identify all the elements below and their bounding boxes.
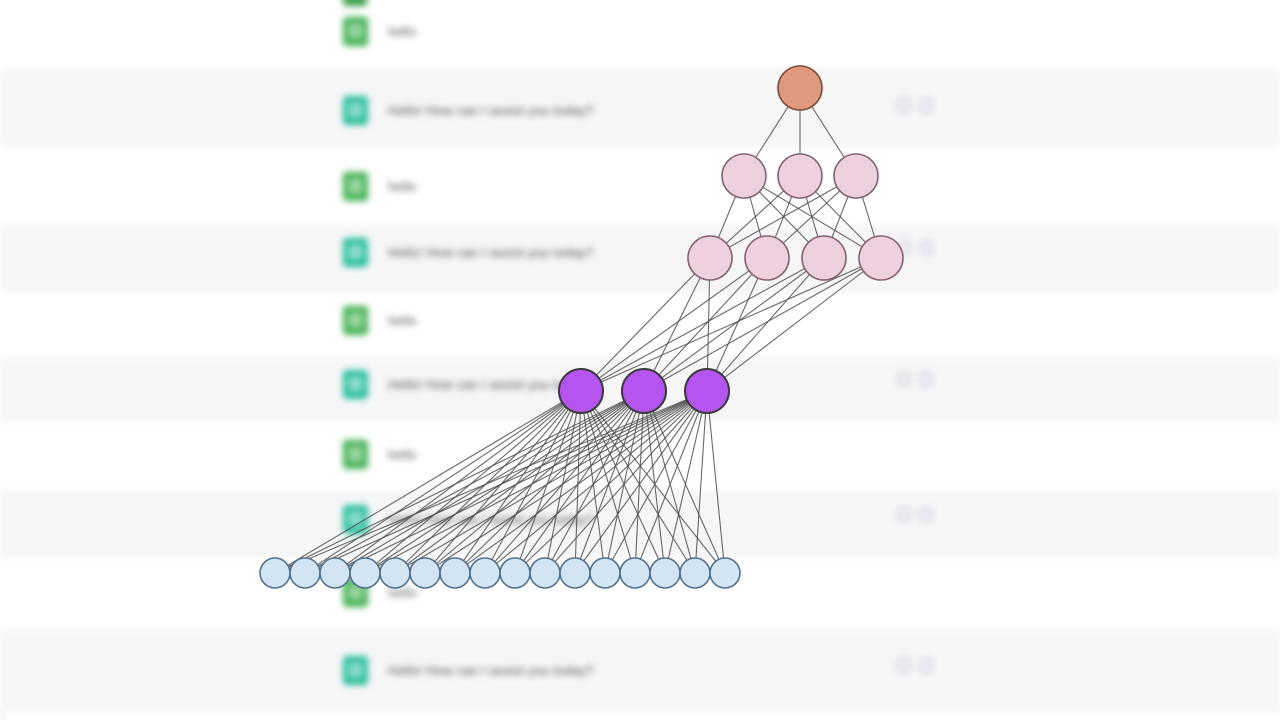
user-avatar (343, 306, 368, 335)
thumbs-down-icon-glyph (922, 101, 930, 110)
assistant-avatar (343, 370, 368, 399)
assistant-avatar (343, 656, 368, 685)
thumbs-down-icon[interactable] (919, 507, 933, 522)
assistant-avatar-icon (348, 511, 363, 527)
assistant-message-text: Hello! How can I assist you today? (388, 103, 594, 118)
user-avatar (343, 172, 368, 201)
chat-row-assistant: Hello! How can I assist you today? (0, 68, 1280, 147)
user-avatar-icon (348, 23, 363, 39)
user-message-text: hello (388, 447, 417, 462)
chat-row-user: hello (0, 422, 1280, 490)
assistant-avatar-icon (348, 102, 363, 118)
thumbs-up-icon[interactable] (897, 98, 911, 113)
thumbs-down-icon[interactable] (919, 372, 933, 387)
chat-row-user: hello (0, 558, 1280, 630)
thumbs-up-icon-glyph (900, 101, 908, 110)
thumbs-up-icon[interactable] (897, 658, 911, 673)
cutoff-avatar-fragment (343, 0, 367, 6)
assistant-message-text: Hello! How can I assist you today? (388, 377, 594, 392)
thumbs-up-icon-glyph (900, 243, 908, 252)
assistant-message-text: Hello! How can I assist you today? (388, 512, 594, 527)
user-avatar-icon (348, 584, 363, 600)
thumbs-down-icon-glyph (922, 661, 930, 670)
user-avatar (343, 17, 368, 46)
assistant-message-text: Hello! How can I assist you today? (388, 245, 594, 260)
chat-row-assistant: Hello! How can I assist you today? (0, 490, 1280, 558)
thumbs-down-icon-glyph (922, 510, 930, 519)
thumbs-down-icon[interactable] (919, 658, 933, 673)
assistant-avatar (343, 96, 368, 125)
user-message-text: hello (388, 585, 417, 600)
assistant-avatar-icon (348, 244, 363, 260)
thumbs-down-icon-glyph (922, 375, 930, 384)
user-message-text: hello (388, 313, 417, 328)
chat-row-assistant: Hello! How can I assist you today? (0, 358, 1280, 422)
thumbs-down-icon-glyph (922, 243, 930, 252)
user-avatar-icon (348, 312, 363, 328)
user-message-text: hello (388, 24, 417, 39)
chat-row-assistant: Hello! How can I assist you today? (0, 225, 1280, 293)
assistant-message-text: Hello! How can I assist you today? (388, 663, 594, 678)
thumbs-up-icon[interactable] (897, 240, 911, 255)
chat-row-user: hello (0, 293, 1280, 358)
assistant-avatar-icon (348, 376, 363, 392)
thumbs-down-icon[interactable] (919, 98, 933, 113)
assistant-avatar-icon (348, 662, 363, 678)
thumbs-down-icon[interactable] (919, 240, 933, 255)
user-avatar (343, 440, 368, 469)
user-avatar-icon (348, 178, 363, 194)
chat-row-user: hello (0, 147, 1280, 225)
chat-row-assistant: Hello! How can I assist you today? (0, 630, 1280, 713)
thumbs-up-icon-glyph (900, 510, 908, 519)
thumbs-up-icon-glyph (900, 661, 908, 670)
user-avatar-icon (348, 446, 363, 462)
user-message-text: hello (388, 179, 417, 194)
user-avatar (343, 578, 368, 607)
assistant-avatar (343, 505, 368, 534)
chat-row-user: hello (0, 0, 1280, 68)
assistant-avatar (343, 238, 368, 267)
thumbs-up-icon[interactable] (897, 507, 911, 522)
thumbs-up-icon-glyph (900, 375, 908, 384)
thumbs-up-icon[interactable] (897, 372, 911, 387)
